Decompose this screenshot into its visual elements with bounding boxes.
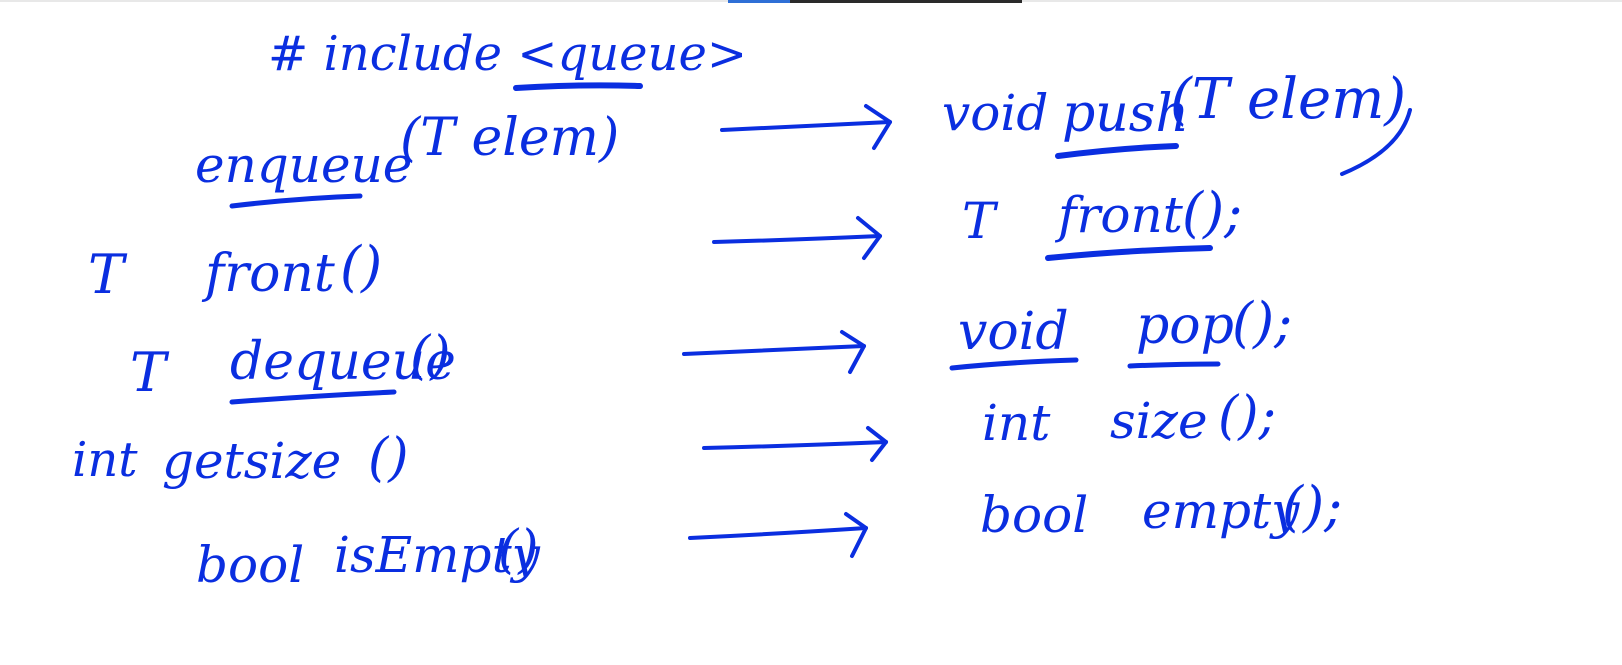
method-name: front: [1058, 186, 1183, 244]
method-name: empty: [1142, 482, 1300, 540]
underline-queue: [513, 82, 643, 91]
underline-front: [1045, 245, 1213, 261]
arrow-dequeue-to-pop: [682, 330, 866, 374]
arrow-getsize-to-size: [702, 426, 888, 462]
method-name: isEmpty: [334, 526, 540, 584]
return-type: int: [72, 432, 138, 488]
return-type: void: [942, 84, 1049, 142]
method-name: getsize: [162, 432, 342, 490]
return-type: T: [962, 192, 996, 250]
return-type: T: [88, 243, 125, 306]
method-params: (): [498, 520, 539, 580]
underline-push: [1055, 143, 1179, 159]
include-directive: # include <queue>: [268, 26, 748, 82]
return-type: bool: [980, 486, 1089, 544]
method-params: (T elem): [400, 108, 620, 168]
method-params: (): [368, 428, 409, 488]
arrow-front-to-front: [712, 216, 882, 260]
bracket-curve: [1340, 108, 1412, 176]
method-params: ();: [1218, 386, 1277, 446]
method-params: ();: [1282, 475, 1343, 538]
return-type: bool: [196, 536, 305, 594]
method-params: (T elem): [1170, 67, 1407, 132]
method-name: pop: [1136, 296, 1234, 356]
progress-bar-track: [790, 0, 1022, 3]
arrow-enqueue-to-push: [720, 104, 892, 150]
method-params: (): [340, 235, 383, 298]
method-name: push: [1062, 84, 1189, 144]
underline-enqueue: [229, 193, 363, 209]
method-name: enqueue: [195, 136, 413, 194]
method-params: ();: [1232, 291, 1293, 354]
underline-dequeue: [229, 389, 397, 405]
underline-void: [949, 357, 1079, 371]
underline-pop: [1127, 361, 1221, 369]
method-params: ();: [1182, 181, 1243, 244]
arrow-isempty-to-empty: [688, 512, 868, 558]
return-type: int: [982, 394, 1051, 452]
progress-bar-accent: [728, 0, 790, 3]
return-type: void: [958, 302, 1069, 362]
method-params: (): [410, 326, 451, 386]
method-name: size: [1110, 392, 1208, 450]
return-type: T: [130, 341, 167, 404]
method-name: front: [205, 244, 335, 304]
method-name: dequeue: [230, 332, 456, 392]
